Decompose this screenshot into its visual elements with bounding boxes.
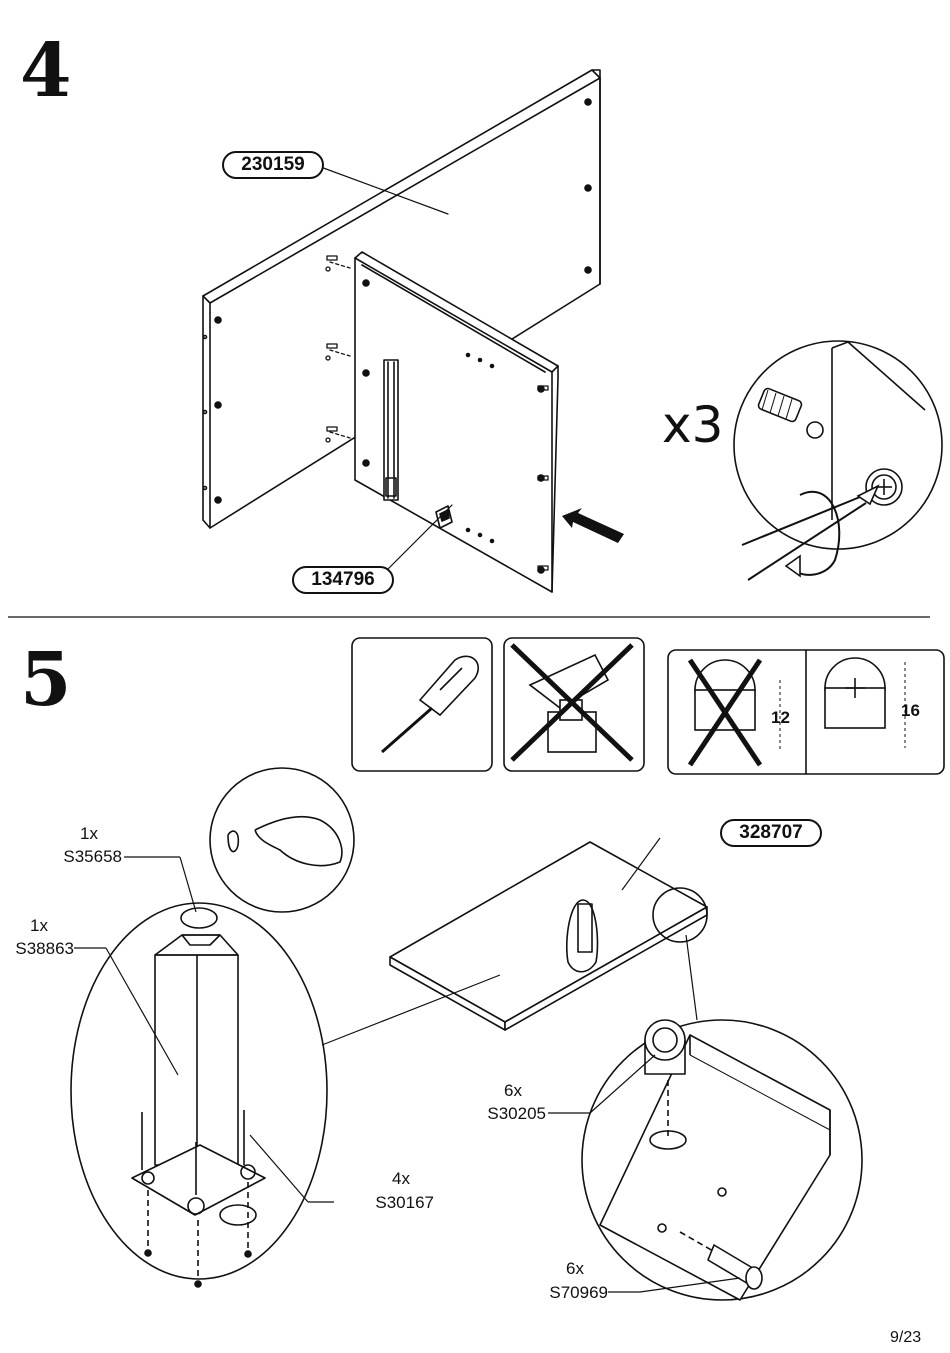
cam-code: S30205 <box>487 1104 546 1123</box>
power-drill-icon <box>510 643 634 762</box>
dowels-step4 <box>325 255 549 571</box>
arrow-icon <box>562 508 624 543</box>
hand-detail <box>209 767 355 913</box>
part-label-230159: 230159 <box>222 151 324 179</box>
step-number-4: 4 <box>20 28 71 114</box>
cam-depth-forbidden: 12 <box>771 708 790 727</box>
panel-328707 <box>389 841 708 1031</box>
screws-qty: 4x <box>392 1169 410 1188</box>
page-number: 9/23 <box>890 1329 922 1346</box>
dowel-code: S70969 <box>549 1283 608 1302</box>
cam-qty: 6x <box>504 1081 522 1100</box>
rotation-arrow-icon <box>784 554 801 578</box>
part-label-134796: 134796 <box>292 566 394 594</box>
side-panel-134796 <box>354 251 559 593</box>
part-label-328707: 328707 <box>720 819 822 847</box>
cap-qty: 1x <box>80 824 98 843</box>
screws-code: S30167 <box>375 1193 434 1212</box>
quantity-label: x3 <box>662 396 724 454</box>
cam-connector-detail <box>581 1019 863 1301</box>
leg-detail <box>70 902 328 1288</box>
cam-depth-ok: 16 <box>901 701 920 720</box>
screwdriver-icon <box>381 655 479 754</box>
leg-qty: 1x <box>30 916 48 935</box>
cap-code: S35658 <box>63 847 122 866</box>
cam-lock-icon <box>687 657 906 767</box>
dowel-qty: 6x <box>566 1259 584 1278</box>
step-number-5: 5 <box>20 637 71 723</box>
cam-lock-detail <box>733 340 943 581</box>
leg-code: S38863 <box>15 939 74 958</box>
